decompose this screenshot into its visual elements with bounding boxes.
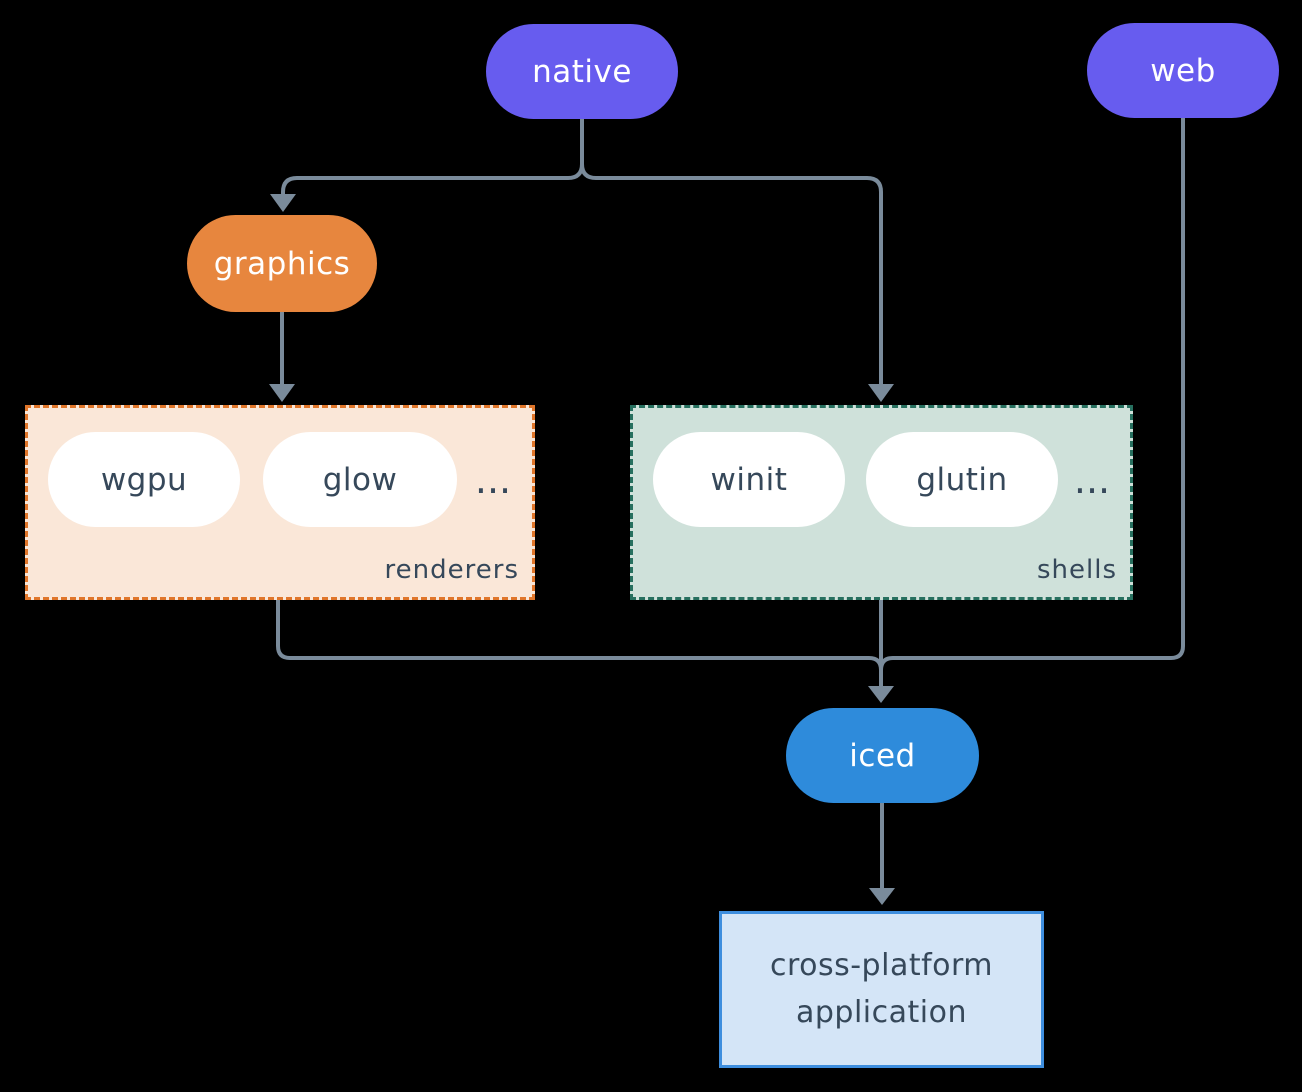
group-shells: winit glutin ... shells <box>630 405 1133 600</box>
edge-renderers-iced <box>276 600 883 671</box>
pill-glutin-label: glutin <box>916 461 1008 498</box>
node-graphics-label: graphics <box>213 245 351 282</box>
node-iced-label: iced <box>849 737 916 774</box>
edge-native-shells <box>580 119 883 384</box>
node-web-label: web <box>1150 52 1216 89</box>
arrowhead-shells <box>868 384 894 402</box>
renderers-ellipsis: ... <box>474 457 512 502</box>
pill-wgpu: wgpu <box>48 432 240 527</box>
node-application: cross-platform application <box>719 911 1044 1068</box>
node-iced: iced <box>786 708 979 803</box>
pill-winit-label: winit <box>710 461 788 498</box>
group-shells-label: shells <box>1036 555 1117 585</box>
pill-winit: winit <box>653 432 845 527</box>
node-application-label: cross-platform application <box>769 948 994 1030</box>
group-renderers-label: renderers <box>384 555 519 585</box>
node-native-label: native <box>532 53 632 90</box>
edge-native-graphics <box>281 119 584 194</box>
node-web: web <box>1087 23 1279 118</box>
pill-glow: glow <box>263 432 457 527</box>
arrowhead-application <box>869 888 895 905</box>
node-graphics: graphics <box>187 215 377 312</box>
arrowhead-renderers <box>269 384 295 402</box>
pill-wgpu-label: wgpu <box>100 461 188 498</box>
shells-ellipsis: ... <box>1073 457 1111 502</box>
node-native: native <box>486 24 678 119</box>
arrowhead-graphics <box>270 194 296 212</box>
pill-glow-label: glow <box>322 461 398 498</box>
arrowhead-iced <box>868 686 894 703</box>
pill-glutin: glutin <box>866 432 1058 527</box>
group-renderers: wgpu glow ... renderers <box>25 405 535 600</box>
